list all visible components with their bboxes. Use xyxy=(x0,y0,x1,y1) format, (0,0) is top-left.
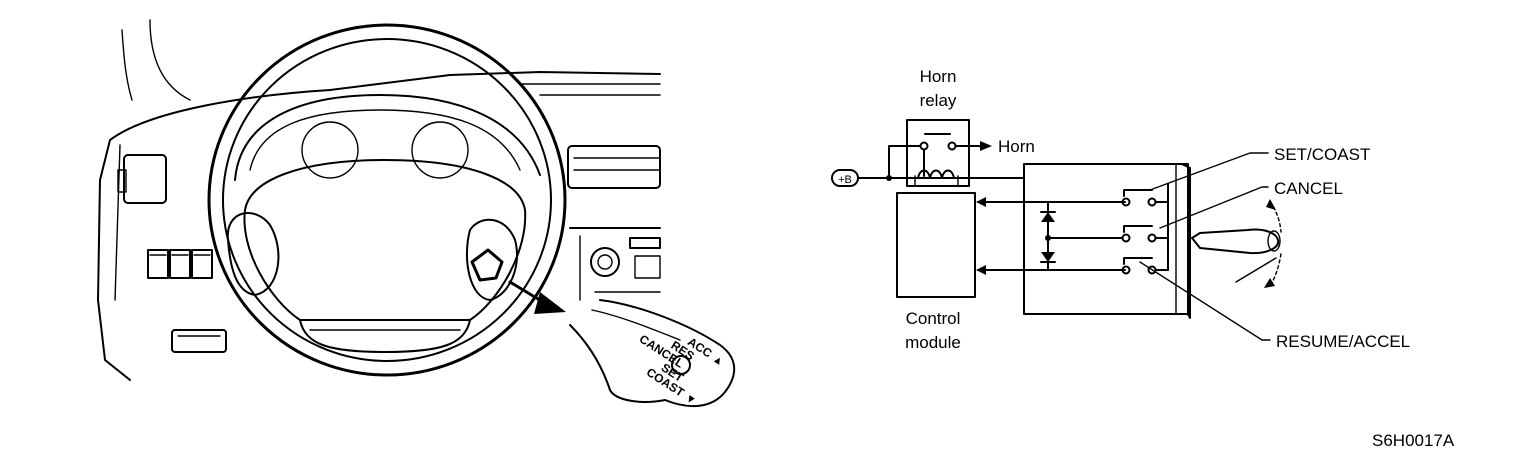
control-module-label-line1: Control xyxy=(906,309,961,328)
switch-set-coast xyxy=(1121,183,1169,207)
cruise-switch-assembly xyxy=(1023,163,1191,319)
leader-arrow xyxy=(508,280,566,314)
horn-relay-label-line1: Horn xyxy=(920,67,957,86)
horn-relay: Horn relay Horn xyxy=(906,67,1035,187)
battery-label: +B xyxy=(838,174,852,186)
cancel-label: CANCEL xyxy=(1274,179,1343,198)
switch-leader-lines: SET/COAST CANCEL RESUME/ACCEL xyxy=(1139,145,1410,351)
control-module: Control module xyxy=(896,192,1126,352)
switch-resume-accel xyxy=(1121,251,1169,275)
steering-wheel xyxy=(207,23,567,377)
control-module-label-line2: module xyxy=(905,333,961,352)
switch-cancel xyxy=(1121,219,1169,243)
lever-up-arrow-icon: ▲ xyxy=(710,353,726,369)
lever-stalk xyxy=(1191,199,1282,288)
figure-code: S6H0017A xyxy=(1372,431,1455,450)
horn-output-label: Horn xyxy=(998,137,1035,156)
dashboard-outline xyxy=(97,19,661,381)
horn-relay-label-line2: relay xyxy=(920,91,957,110)
cruise-lever-closeup: ACC ▲ RES CANCEL SET COAST ▼ xyxy=(569,299,736,408)
set-coast-label: SET/COAST xyxy=(1274,145,1370,164)
resume-accel-label: RESUME/ACCEL xyxy=(1276,332,1410,351)
battery-terminal: +B xyxy=(831,145,1025,187)
